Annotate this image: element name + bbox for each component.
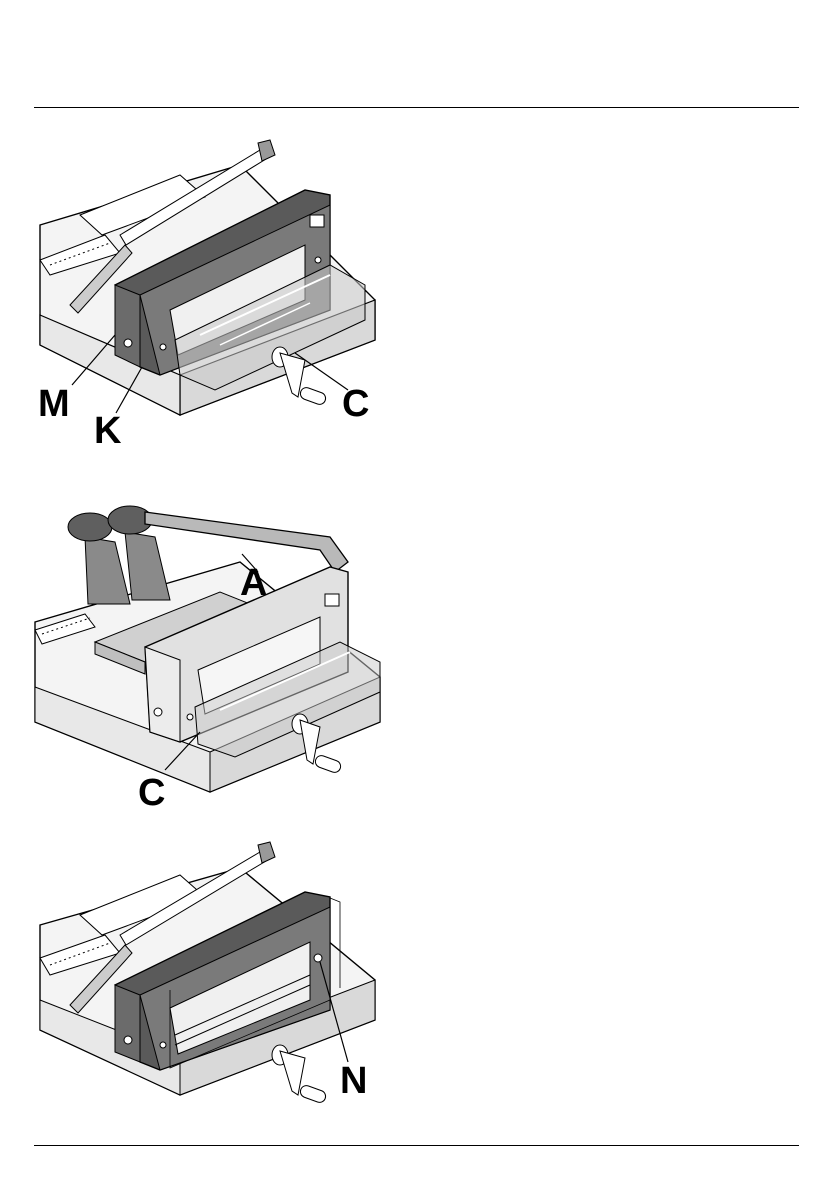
- cutter-illustration-1: [30, 135, 390, 450]
- figure-1-cutter-front: M K C: [30, 135, 390, 450]
- figure-2-cutter-operation: A C: [30, 502, 390, 812]
- callout-a: A: [240, 564, 267, 602]
- callout-c: C: [138, 774, 165, 812]
- callout-n: N: [340, 1062, 367, 1100]
- figure-3-cutter-guard-removed: N: [30, 840, 390, 1108]
- callout-c: C: [342, 385, 369, 423]
- header-rule: [34, 107, 799, 108]
- cutter-illustration-2: [30, 502, 390, 812]
- footer-rule: [34, 1145, 799, 1146]
- callout-k: K: [94, 412, 121, 450]
- cutter-illustration-3: [30, 840, 390, 1108]
- callout-m: M: [38, 385, 70, 423]
